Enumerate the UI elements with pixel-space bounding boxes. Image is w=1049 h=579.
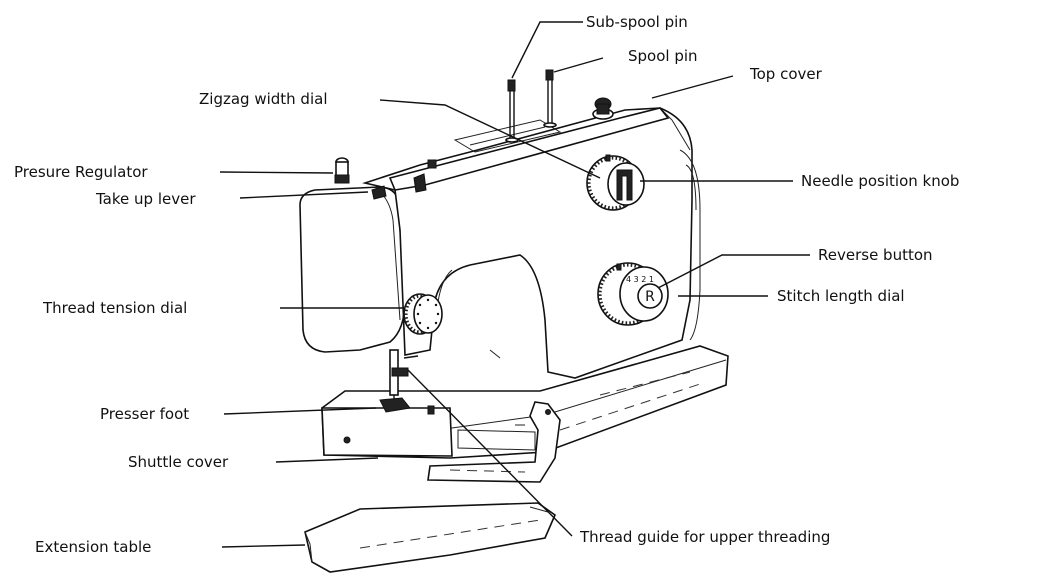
label-thread-tension-dial: Thread tension dial bbox=[42, 299, 187, 317]
leader-extension-table bbox=[221, 544, 306, 548]
leader-thread-guide bbox=[407, 369, 573, 537]
spool-pins bbox=[505, 69, 557, 143]
label-extension-table: Extension table bbox=[35, 538, 151, 556]
thread-tension-dial-shape bbox=[403, 293, 443, 335]
leader-top-cover bbox=[651, 75, 734, 99]
label-take-up-lever: Take up lever bbox=[95, 190, 196, 208]
label-zigzag-width-dial: Zigzag width dial bbox=[199, 90, 327, 108]
leader-presser-foot bbox=[223, 407, 377, 415]
needle-assembly bbox=[379, 349, 435, 415]
leader-zigzag-width-dial bbox=[379, 99, 601, 179]
leader-sub-spool-pin bbox=[511, 21, 583, 79]
label-sub-spool-pin: Sub-spool pin bbox=[586, 13, 688, 31]
label-reverse-button: Reverse button bbox=[818, 246, 933, 264]
zigzag-width-dial-shape bbox=[586, 154, 645, 211]
label-needle-position-knob: Needle position knob bbox=[801, 172, 959, 190]
label-stitch-length-dial: Stitch length dial bbox=[777, 287, 905, 305]
extension-table-shape bbox=[304, 502, 556, 573]
leader-take-up-lever bbox=[239, 191, 369, 199]
leader-reverse-button bbox=[657, 254, 810, 289]
bobbin-winder bbox=[592, 97, 614, 120]
pressure-regulator-shape bbox=[334, 157, 350, 184]
top-cover-plate bbox=[388, 107, 670, 191]
leader-spool-pin bbox=[553, 57, 604, 73]
label-presure-regulator: Presure Regulator bbox=[14, 163, 148, 181]
machine-head-left bbox=[299, 186, 406, 353]
leader-shuttle-cover bbox=[275, 457, 379, 463]
part-labels: Sub-spool pin Spool pin Top cover Zigzag… bbox=[14, 13, 959, 556]
tension-dial-ticks bbox=[416, 298, 440, 330]
leader-lines bbox=[219, 21, 810, 548]
label-spool-pin: Spool pin bbox=[628, 47, 698, 65]
stitch-dial-numbers: 4 3 2 1 bbox=[626, 275, 654, 284]
sewing-machine-illustration: 4 3 2 1 R bbox=[299, 69, 729, 573]
label-top-cover: Top cover bbox=[749, 65, 823, 83]
label-presser-foot: Presser foot bbox=[100, 405, 189, 423]
reverse-button-shape: R bbox=[637, 283, 663, 309]
take-up-lever-shape bbox=[371, 159, 437, 200]
label-thread-guide: Thread guide for upper threading bbox=[579, 528, 830, 546]
leader-presure-regulator bbox=[219, 171, 334, 174]
reverse-button-letter: R bbox=[645, 289, 655, 305]
label-shuttle-cover: Shuttle cover bbox=[128, 453, 229, 471]
